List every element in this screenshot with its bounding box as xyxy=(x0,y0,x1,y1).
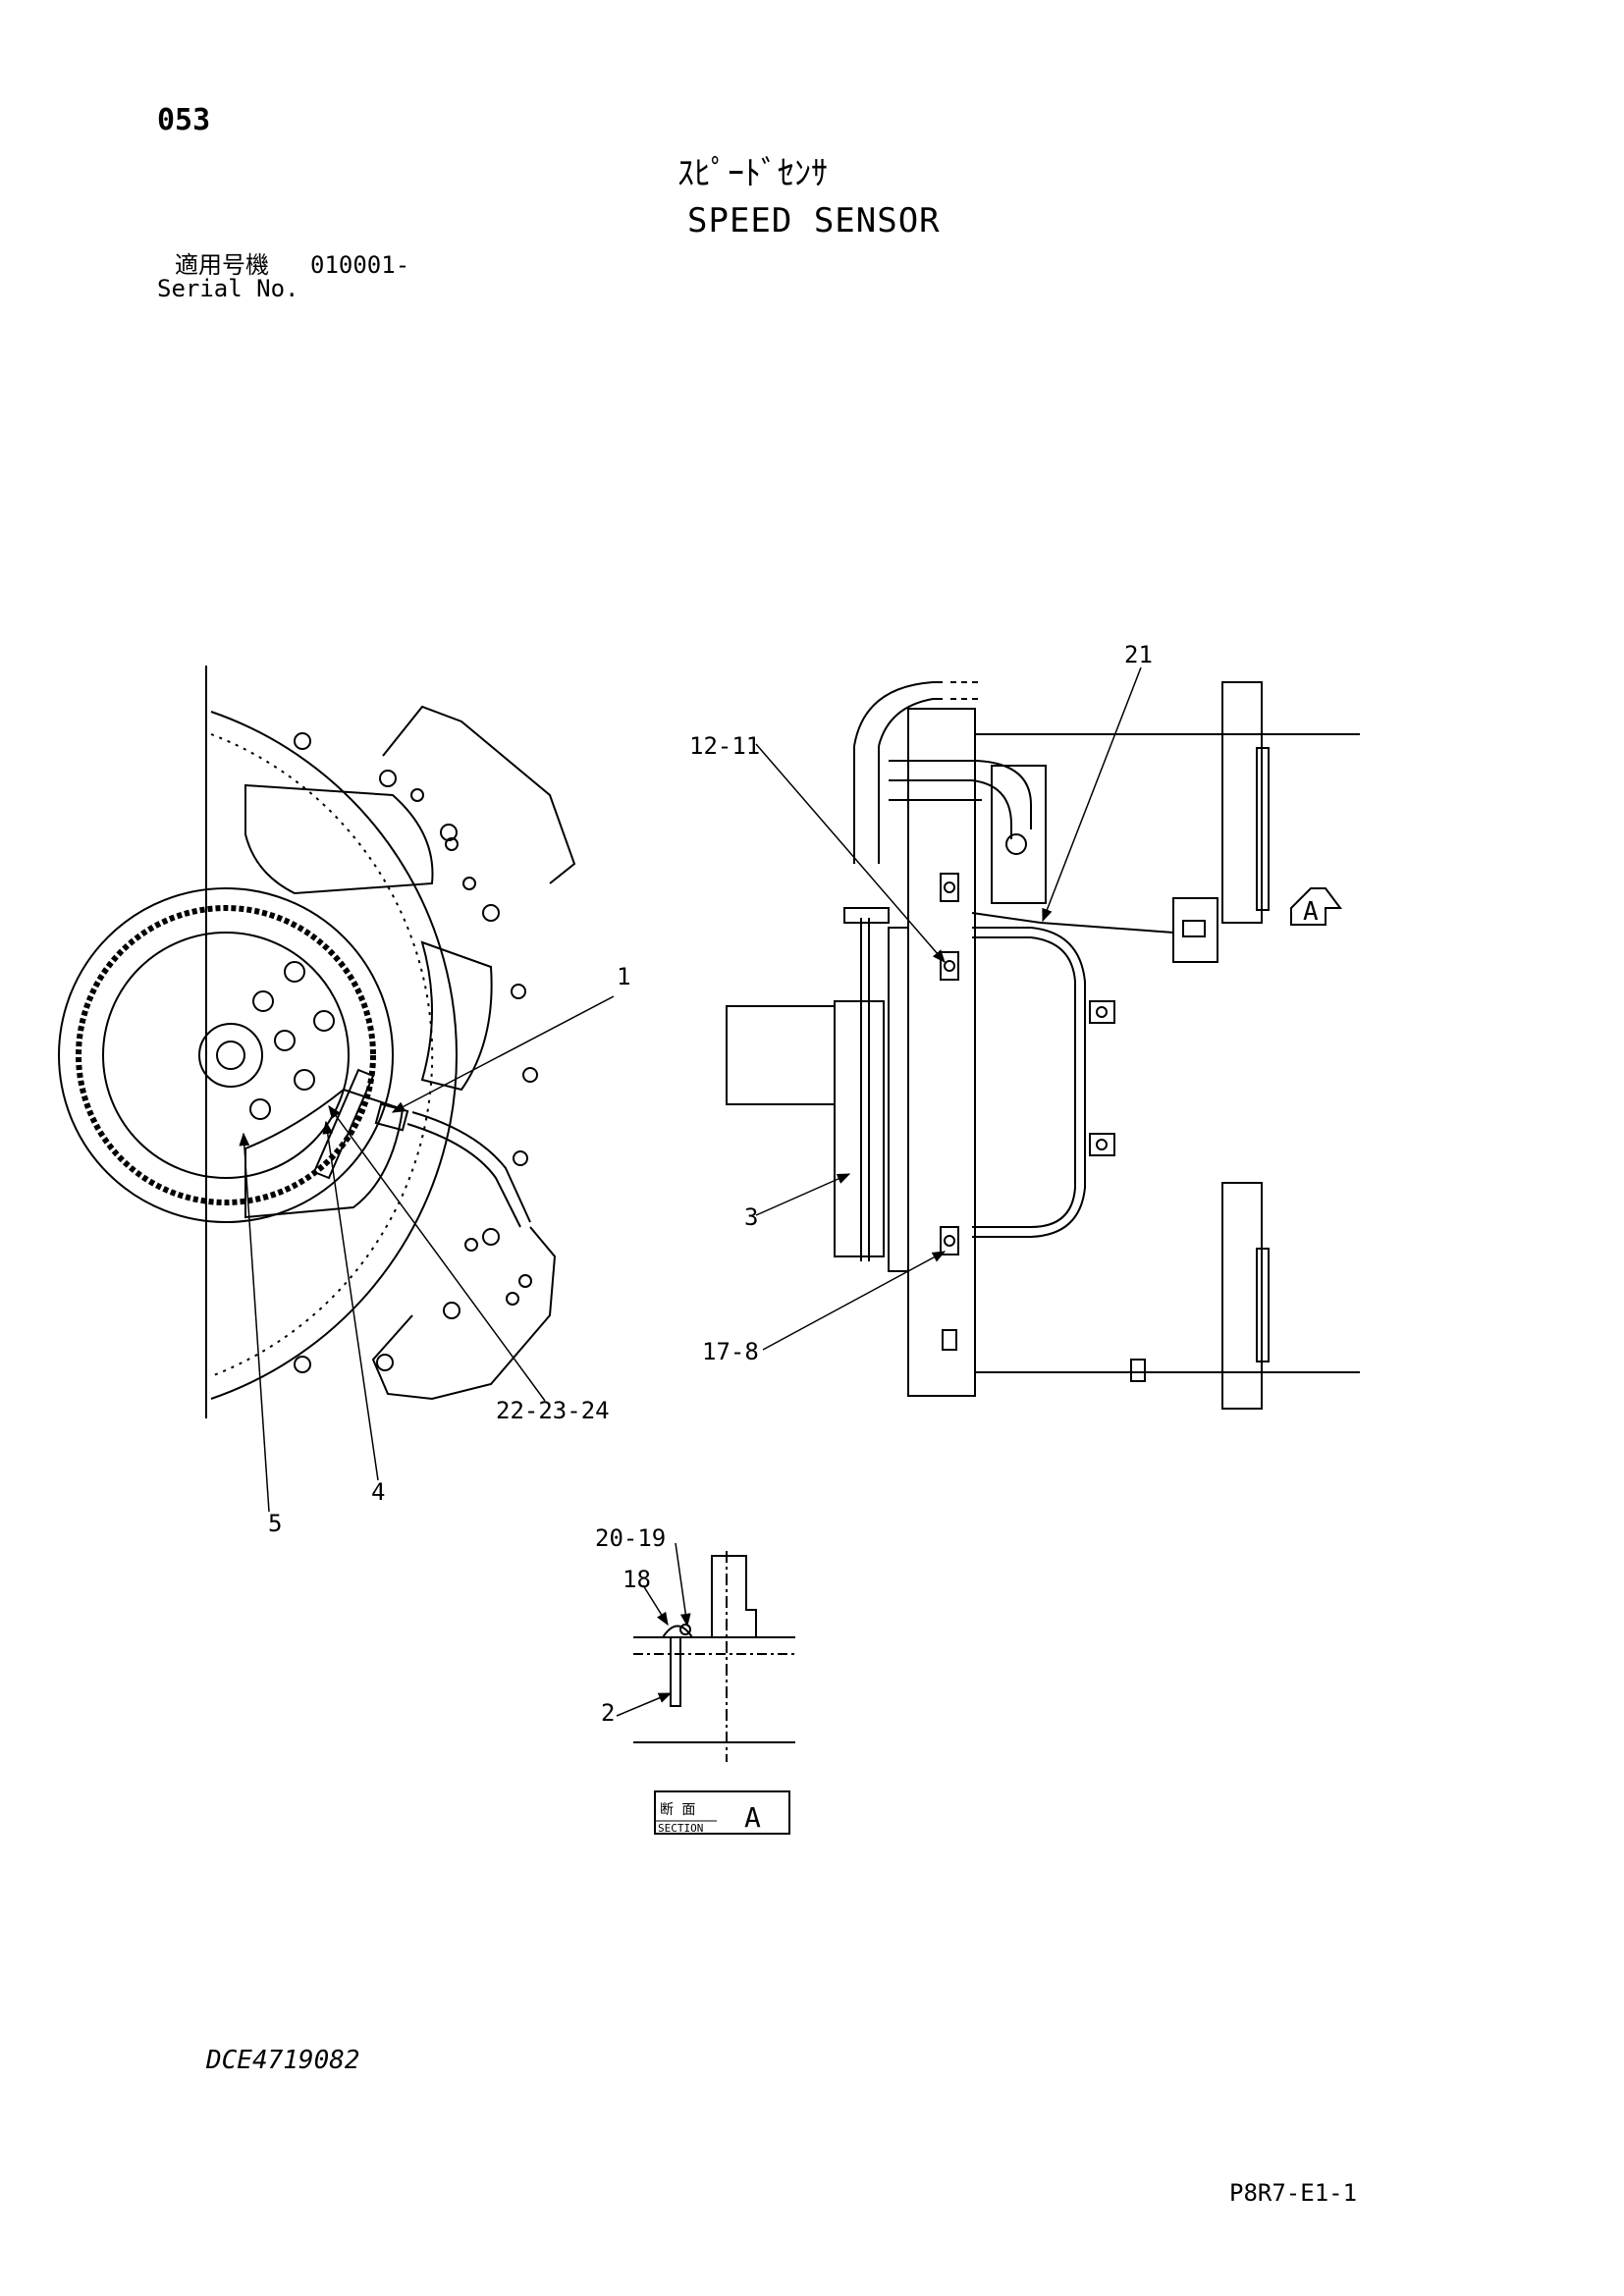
callout-12-11: 12-11 xyxy=(689,732,760,760)
page-code: P8R7-E1-1 xyxy=(1229,2179,1358,2207)
callout-22-23-24: 22-23-24 xyxy=(496,1397,610,1424)
flywheel-bolts xyxy=(249,732,538,1373)
callout-3: 3 xyxy=(744,1203,758,1231)
side-view xyxy=(726,681,1360,1410)
callout-5: 5 xyxy=(268,1510,282,1537)
callout-labels: 1 3 4 5 17-8 12-11 21 22-23-24 20-19 18 … xyxy=(268,641,1153,1727)
callout-18: 18 xyxy=(623,1566,651,1593)
section-label-box xyxy=(654,1790,790,1835)
document-code: DCE4719082 xyxy=(206,2046,360,2075)
section-a-detail xyxy=(633,1551,795,1762)
page-number: 053 xyxy=(157,103,211,137)
callout-4: 4 xyxy=(371,1478,385,1506)
serial-label: Serial No. xyxy=(157,275,299,302)
speed-sensor-flywheel xyxy=(312,1068,531,1228)
title-japanese: ｽﾋﾟｰﾄﾞｾﾝｻ xyxy=(677,154,828,193)
serial-label-japanese: 適用号機 xyxy=(175,251,269,279)
section-marker-letter: A xyxy=(1303,897,1319,927)
flywheel-view xyxy=(58,666,576,1418)
section-label-jp: 断 面 xyxy=(660,1802,695,1818)
section-label-en: SECTION xyxy=(658,1822,703,1835)
callout-21: 21 xyxy=(1124,641,1153,668)
callout-leaders xyxy=(239,667,1142,1717)
page-title: SPEED SENSOR xyxy=(687,201,941,240)
callout-2: 2 xyxy=(601,1699,615,1727)
callout-20-19: 20-19 xyxy=(595,1524,666,1552)
serial-value: 010001- xyxy=(310,251,410,279)
callout-1: 1 xyxy=(617,963,630,990)
callout-17-8: 17-8 xyxy=(702,1338,759,1365)
section-label-letter: A xyxy=(744,1801,761,1834)
